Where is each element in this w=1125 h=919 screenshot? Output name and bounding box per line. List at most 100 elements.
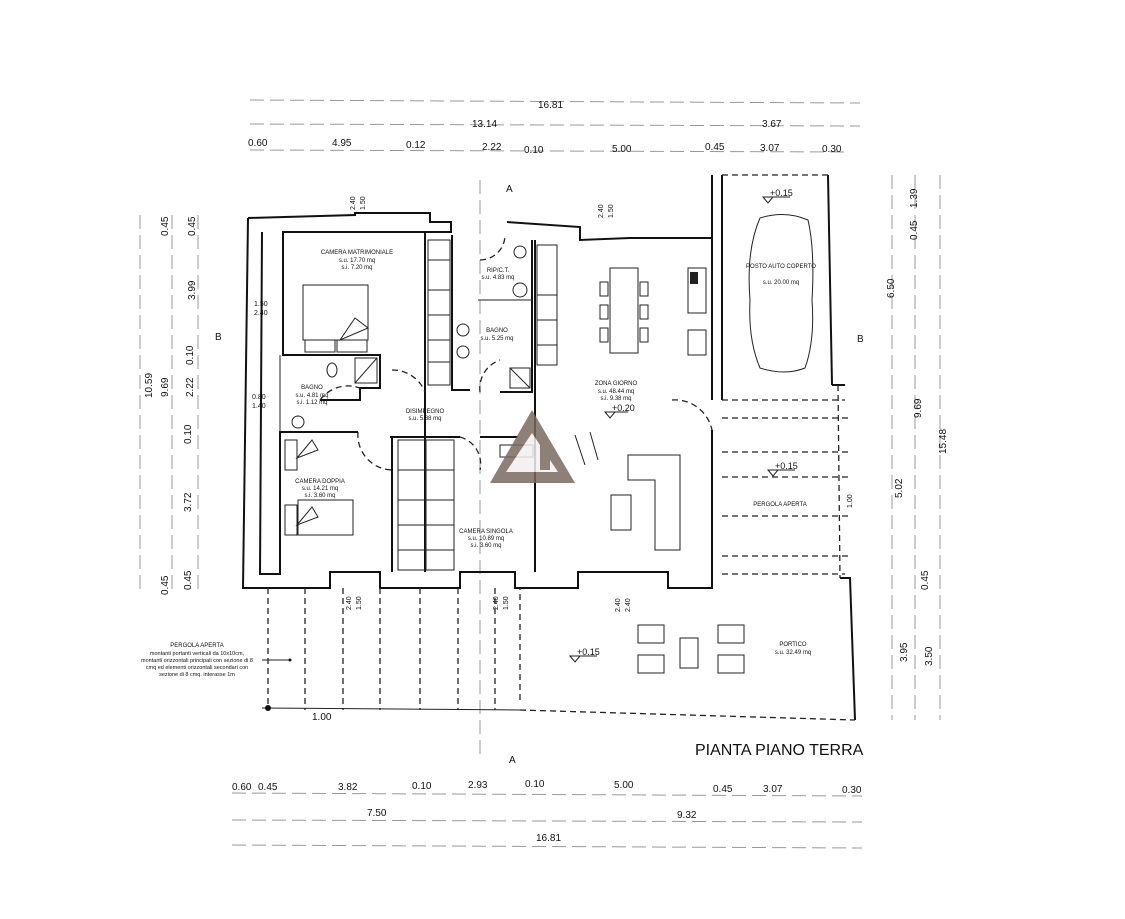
page-title: PIANTA PIANO TERRA [695, 742, 864, 759]
svg-text:s.i. 9.38 mq: s.i. 9.38 mq [600, 396, 631, 402]
dim-top: 3.67 [762, 119, 782, 130]
dim-bottom: 7.50 [367, 808, 387, 819]
level-garage: +0.15 [770, 188, 793, 198]
room-portico: PORTICO s.u. 32.49 mq [775, 642, 811, 656]
dim-top: 0.30 [822, 144, 842, 155]
window-height: 2.40 [615, 598, 622, 612]
dim-bottom: 5.00 [614, 780, 634, 791]
pergola-spacing: 1.00 [847, 494, 854, 508]
svg-text:s.i. 3.60 mq: s.i. 3.60 mq [304, 493, 335, 499]
svg-text:CAMERA SINGOLA: CAMERA SINGOLA [459, 529, 513, 535]
svg-text:RIP/C.T.: RIP/C.T. [487, 268, 510, 274]
dim-top-total: 16.81 [538, 100, 563, 111]
window-height: 2.40 [598, 204, 605, 218]
pergola-right: 1.00 [722, 384, 854, 579]
svg-text:s.u. 5.25 mq: s.u. 5.25 mq [480, 336, 513, 342]
dim-bottom: 3.82 [338, 782, 358, 793]
dim-bottom: 0.45 [258, 782, 278, 793]
dim-top: 5.00 [612, 144, 632, 155]
window-labels: 2.40 1.50 2.40 1.50 1.50 2.40 0.80 1.40 … [252, 196, 632, 612]
window-width: 1.50 [254, 301, 268, 308]
dim-left: 3.99 [187, 280, 198, 300]
window-width: 1.50 [356, 596, 363, 610]
window-height: 1.40 [252, 403, 266, 410]
window-height: 2.40 [493, 596, 500, 610]
svg-text:sezione di 8 cmq. interasse 1m: sezione di 8 cmq. interasse 1m [159, 672, 235, 678]
car-icon [748, 214, 814, 373]
dim-right: 0.45 [909, 220, 920, 240]
svg-text:s.i. 7.20 mq: s.i. 7.20 mq [341, 265, 372, 271]
dim-top: 4.95 [332, 138, 352, 149]
bottom-dimensions: 0.60 0.45 3.82 0.10 2.93 0.10 5.00 0.45 … [231, 779, 863, 849]
dim-right: 6.50 [886, 278, 897, 298]
dim-bottom: 3.07 [763, 784, 783, 795]
svg-text:BAGNO: BAGNO [301, 385, 323, 391]
dim-left: 3.72 [183, 492, 194, 512]
dim-bottom: 2.93 [468, 780, 488, 791]
section-a-bottom: A [509, 755, 516, 766]
svg-text:cmq ed elementi orizzontali se: cmq ed elementi orizzontali secondari co… [146, 665, 248, 671]
room-rip-ct: RIP/C.T.s.u. 4.83 mq [481, 268, 514, 281]
dim-top: 0.10 [524, 145, 544, 156]
section-a-top: A [506, 184, 513, 195]
dim-top: 0.60 [248, 138, 268, 149]
window-height: 2.40 [346, 596, 353, 610]
svg-text:s.u. 48.44 mq: s.u. 48.44 mq [598, 389, 634, 395]
window-width: 1.50 [608, 204, 615, 218]
svg-text:s.u. 4.83 mq: s.u. 4.83 mq [481, 275, 514, 281]
pergola-left: 1.00 [261, 588, 521, 723]
window-height: 2.40 [254, 310, 268, 317]
svg-text:montanti orizzontali principal: montanti orizzontali principali con sezi… [141, 658, 253, 664]
dim-right: 3.95 [899, 642, 910, 662]
section-b-right: B [857, 334, 864, 345]
top-dimensions: 16.81 13.14 3.67 0.60 4.95 0.12 2.22 0.1… [248, 99, 861, 156]
dim-left: 0.45 [187, 216, 198, 236]
right-dimensions: 1.39 0.45 9.69 0.45 3.50 6.50 5.02 3.95 … [886, 175, 949, 720]
svg-text:POSTO AUTO COPERTO: POSTO AUTO COPERTO [746, 264, 816, 270]
sofa [627, 454, 681, 551]
dim-right: 1.39 [909, 188, 920, 208]
window-height: 2.40 [350, 196, 357, 210]
dim-top: 13.14 [472, 119, 497, 130]
dim-right: 15.48 [938, 429, 949, 454]
triangle-logo-icon [490, 410, 575, 483]
window-width: 1.50 [503, 596, 510, 610]
dim-right: 0.45 [920, 570, 931, 590]
dim-left: 0.45 [160, 216, 171, 236]
svg-text:s.u. 20.00 mq: s.u. 20.00 mq [763, 280, 799, 286]
left-dimensions: 10.59 0.45 9.69 0.45 0.45 3.99 0.10 2.22… [139, 215, 199, 595]
portico [519, 577, 856, 721]
dim-left: 2.22 [185, 377, 196, 397]
pergola-left-spacing: 1.00 [312, 712, 332, 723]
dim-right: 3.50 [924, 646, 935, 666]
svg-text:s.u. 32.49 mq: s.u. 32.49 mq [775, 650, 811, 656]
closet [397, 239, 558, 571]
dim-bottom: 0.10 [412, 781, 432, 792]
dim-bottom: 0.10 [525, 779, 545, 790]
svg-text:s.u. 14.21 mq: s.u. 14.21 mq [302, 486, 338, 492]
svg-text:PERGOLA APERTA: PERGOLA APERTA [170, 643, 223, 649]
dim-left: 0.45 [183, 570, 194, 590]
svg-text:s.u. 5.88 mq: s.u. 5.88 mq [408, 416, 441, 422]
dim-left: 10.59 [144, 373, 155, 398]
level-pergola: +0.15 [775, 461, 798, 471]
dim-top: 0.12 [406, 140, 426, 151]
dining-table [599, 267, 649, 354]
dim-left: 9.69 [160, 377, 171, 397]
dim-bottom: 9.32 [677, 810, 697, 821]
dim-top: 0.45 [705, 142, 725, 153]
house-walls [241, 212, 713, 589]
window-width: 2.40 [625, 598, 632, 612]
svg-text:CAMERA MATRIMONIALE: CAMERA MATRIMONIALE [321, 250, 393, 256]
room-pergola-aperta: PERGOLA APERTA [753, 502, 806, 508]
svg-text:PORTICO: PORTICO [779, 642, 807, 648]
svg-text:s.u. 4.81 mq: s.u. 4.81 mq [295, 393, 328, 399]
pergola-note: PERGOLA APERTA montanti portanti vertica… [141, 643, 253, 678]
dim-left: 0.10 [185, 345, 196, 365]
